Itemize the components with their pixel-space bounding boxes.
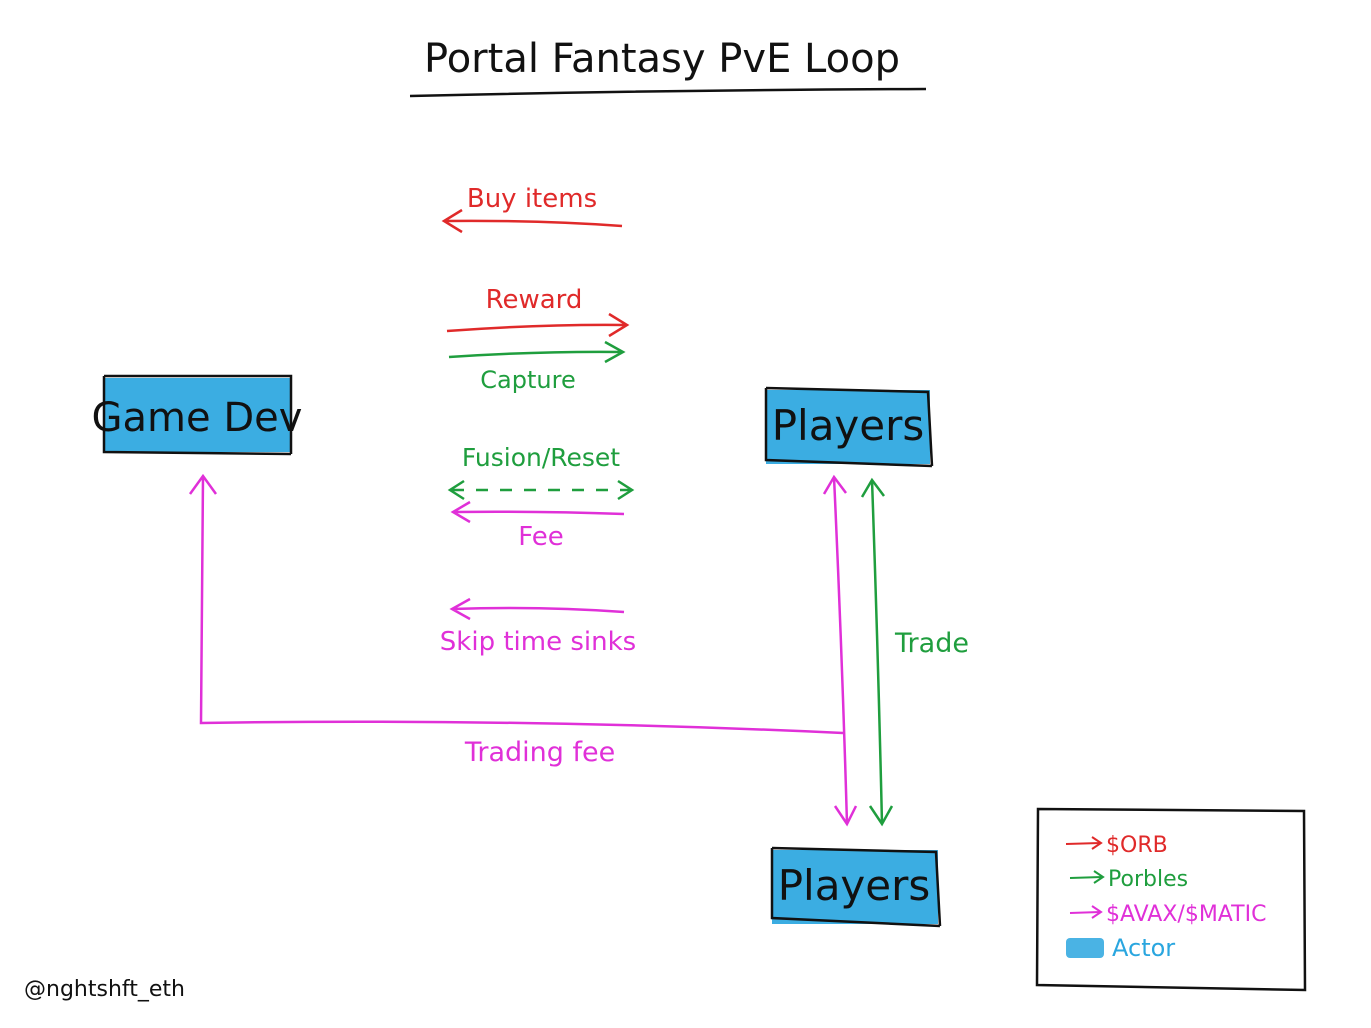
actor-players-bottom: Players xyxy=(770,846,942,928)
flow-buy-items-arrow xyxy=(441,208,623,234)
flow-fee: Fee xyxy=(450,500,625,552)
legend-avax-matic: $AVAX/$MATIC xyxy=(1069,902,1266,927)
flow-trading-fee-path xyxy=(188,473,844,735)
flow-trade-label: Trade xyxy=(894,628,969,659)
legend-orb-label: $ORB xyxy=(1106,833,1168,858)
flow-buy-items-label: Buy items xyxy=(467,184,597,214)
flow-trading-fee: Trading fee xyxy=(188,473,844,768)
flow-fusion-reset: Fusion/Reset xyxy=(447,443,635,501)
flow-skip-time-sinks: Skip time sinks xyxy=(440,597,636,657)
flow-players-payment xyxy=(822,474,858,827)
actor-players-top: Players xyxy=(764,386,934,468)
legend: $ORB Porbles $AVAX/$MATIC Actor xyxy=(1035,807,1307,992)
legend-orb: $ORB xyxy=(1065,833,1168,858)
legend-avax-matic-label: $AVAX/$MATIC xyxy=(1106,902,1266,927)
actor-players-top-label: Players xyxy=(772,401,925,450)
flow-skip-time-sinks-label: Skip time sinks xyxy=(440,627,636,657)
legend-porbles: Porbles xyxy=(1069,867,1188,892)
title-underline xyxy=(409,87,927,98)
flow-buy-items: Buy items xyxy=(441,184,623,234)
flow-capture-arrow xyxy=(448,340,626,364)
flow-fee-label: Fee xyxy=(518,522,564,552)
author-handle: @nghtshft_eth xyxy=(24,977,185,1002)
legend-porbles-label: Porbles xyxy=(1108,867,1188,892)
flow-fee-arrow xyxy=(450,500,625,524)
flow-reward: Reward xyxy=(446,285,630,338)
diagram-title: Portal Fantasy PvE Loop xyxy=(424,36,900,82)
flow-trading-fee-label: Trading fee xyxy=(464,737,615,768)
flow-reward-arrow xyxy=(446,312,630,338)
legend-actor: Actor xyxy=(1066,934,1175,962)
flow-capture: Capture xyxy=(448,340,626,394)
flow-fusion-reset-label: Fusion/Reset xyxy=(462,443,620,472)
flow-capture-label: Capture xyxy=(480,366,575,394)
legend-actor-label: Actor xyxy=(1112,934,1175,962)
flow-trade: Trade xyxy=(860,477,969,827)
flow-fusion-reset-heads xyxy=(447,479,635,501)
actor-game-dev: Game Dev xyxy=(92,374,303,456)
flow-skip-time-sinks-arrow xyxy=(449,597,625,621)
actor-game-dev-label: Game Dev xyxy=(92,395,303,441)
legend-actor-swatch xyxy=(1066,938,1104,958)
actor-players-bottom-label: Players xyxy=(778,861,931,910)
flow-reward-label: Reward xyxy=(486,285,583,315)
